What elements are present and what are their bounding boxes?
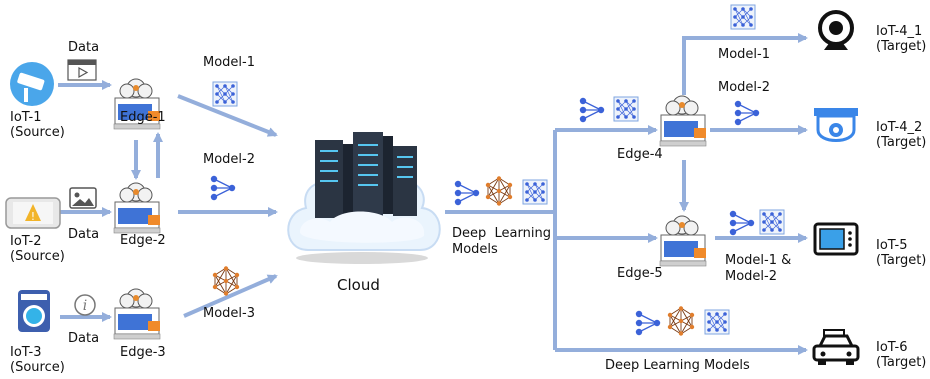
iot1-role: (Source) xyxy=(10,125,65,140)
iot42-model-icon xyxy=(734,100,760,126)
data-label-1: Data xyxy=(68,40,100,55)
iot5-name: IoT-5 xyxy=(876,238,908,253)
iot3-role: (Source) xyxy=(10,360,65,375)
edge4-label: Edge-4 xyxy=(617,147,663,162)
model2-network-icon xyxy=(210,175,236,201)
iot6-tree-icon xyxy=(635,310,661,336)
iot6-mesh-icon xyxy=(667,305,695,337)
arrow-edge4-iot41 xyxy=(682,33,808,95)
model3-network-icon xyxy=(212,265,240,297)
dl-models-line1: Deep Learning xyxy=(452,226,551,241)
cloud-datacenter-icon xyxy=(287,132,441,264)
arrow-edge3-cloud xyxy=(183,274,278,318)
video-data-icon xyxy=(67,59,97,81)
dl-models-line2: Models xyxy=(452,242,498,257)
iot6-name: IoT-6 xyxy=(876,340,908,355)
arrow-edge1-cloud xyxy=(177,94,278,137)
edge2-label: Edge-2 xyxy=(120,233,166,248)
iot42-model-label: Model-2 xyxy=(718,80,770,95)
iot5-model-line2: Model-2 xyxy=(725,269,777,284)
tablet-warning-icon: ! xyxy=(5,197,61,229)
iot5-fc-icon xyxy=(759,209,785,235)
dl-mesh-icon xyxy=(485,175,513,207)
washing-machine-icon xyxy=(18,290,50,332)
iot41-name: IoT-4_1 xyxy=(876,24,923,39)
dome-camera-icon xyxy=(814,108,858,142)
security-camera-icon xyxy=(10,62,54,106)
iot5-model-line1: Model-1 & xyxy=(725,253,792,268)
iot6-role: (Target) xyxy=(876,355,927,370)
image-data-icon xyxy=(69,187,97,209)
left-model-2-label: Model-2 xyxy=(203,152,255,167)
iot42-name: IoT-4_2 xyxy=(876,120,923,135)
edge-server-icon-2 xyxy=(113,182,161,234)
data-label-2: Data xyxy=(68,227,100,242)
svg-text:!: ! xyxy=(31,210,35,223)
edge-server-icon-4 xyxy=(659,95,707,147)
edge4-tree-icon xyxy=(579,97,605,123)
model1-network-icon xyxy=(212,81,238,107)
iot2-name: IoT-2 xyxy=(10,234,42,249)
iot41-model-label: Model-1 xyxy=(718,47,770,62)
cloud-label: Cloud xyxy=(337,276,380,294)
iot41-role: (Target) xyxy=(876,39,927,54)
iot42-role: (Target) xyxy=(876,135,927,150)
edge5-label: Edge-5 xyxy=(617,266,663,281)
left-model-3-label: Model-3 xyxy=(203,306,255,321)
car-icon xyxy=(812,329,860,365)
iot6-fc-icon xyxy=(704,309,730,335)
edge-server-icon-3 xyxy=(113,288,161,340)
iot1-name: IoT-1 xyxy=(10,110,42,125)
iot3-name: IoT-3 xyxy=(10,345,42,360)
info-data-icon: i xyxy=(74,294,96,316)
dl-tree-icon xyxy=(454,180,480,206)
iot5-tree-icon xyxy=(729,210,755,236)
left-model-1-label: Model-1 xyxy=(203,55,255,70)
iot5-role: (Target) xyxy=(876,253,927,268)
webcam-icon xyxy=(818,10,854,50)
iot41-model-icon xyxy=(730,4,756,30)
svg-text:i: i xyxy=(83,298,87,314)
iot6-model-label: Deep Learning Models xyxy=(605,358,750,373)
edge4-fc-icon xyxy=(613,96,639,122)
edge3-label: Edge-3 xyxy=(120,345,166,360)
edge-server-icon-5 xyxy=(659,215,707,267)
data-label-3: Data xyxy=(68,331,100,346)
iot2-role: (Source) xyxy=(10,249,65,264)
microwave-icon xyxy=(813,222,859,256)
dl-fc-icon xyxy=(522,179,548,205)
edge1-label: Edge-1 xyxy=(120,110,166,125)
